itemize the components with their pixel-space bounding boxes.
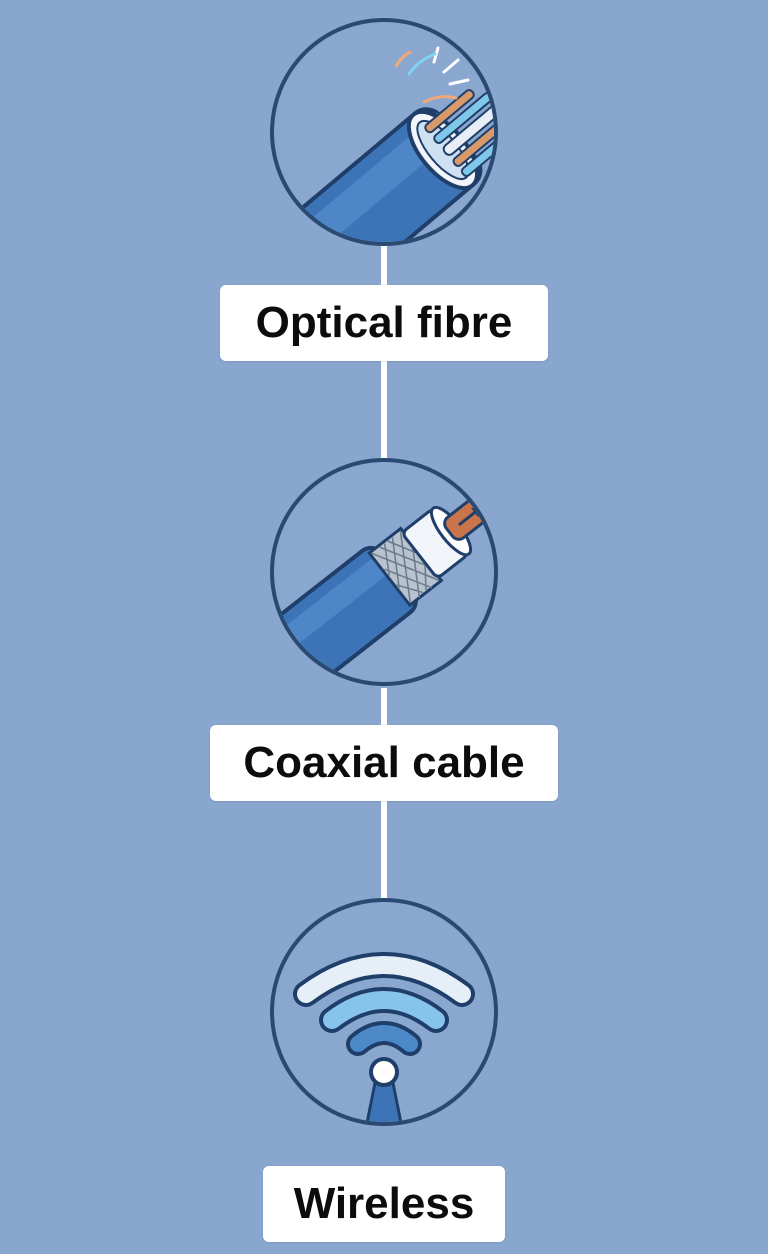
connector-line-4 <box>381 800 387 900</box>
coaxial-cable-label: Coaxial cable <box>210 725 558 801</box>
optical-fibre-icon <box>288 46 494 242</box>
connector-line-1 <box>381 244 387 288</box>
wireless-label: Wireless <box>263 1166 505 1242</box>
optical-fibre-node <box>270 18 498 246</box>
optical-fibre-label: Optical fibre <box>220 285 548 361</box>
wireless-icon <box>293 952 475 1122</box>
wireless-node <box>270 898 498 1126</box>
connector-line-2 <box>381 360 387 460</box>
connector-line-3 <box>381 688 387 728</box>
coaxial-cable-node <box>270 458 498 686</box>
coaxial-cable-icon <box>274 489 494 682</box>
